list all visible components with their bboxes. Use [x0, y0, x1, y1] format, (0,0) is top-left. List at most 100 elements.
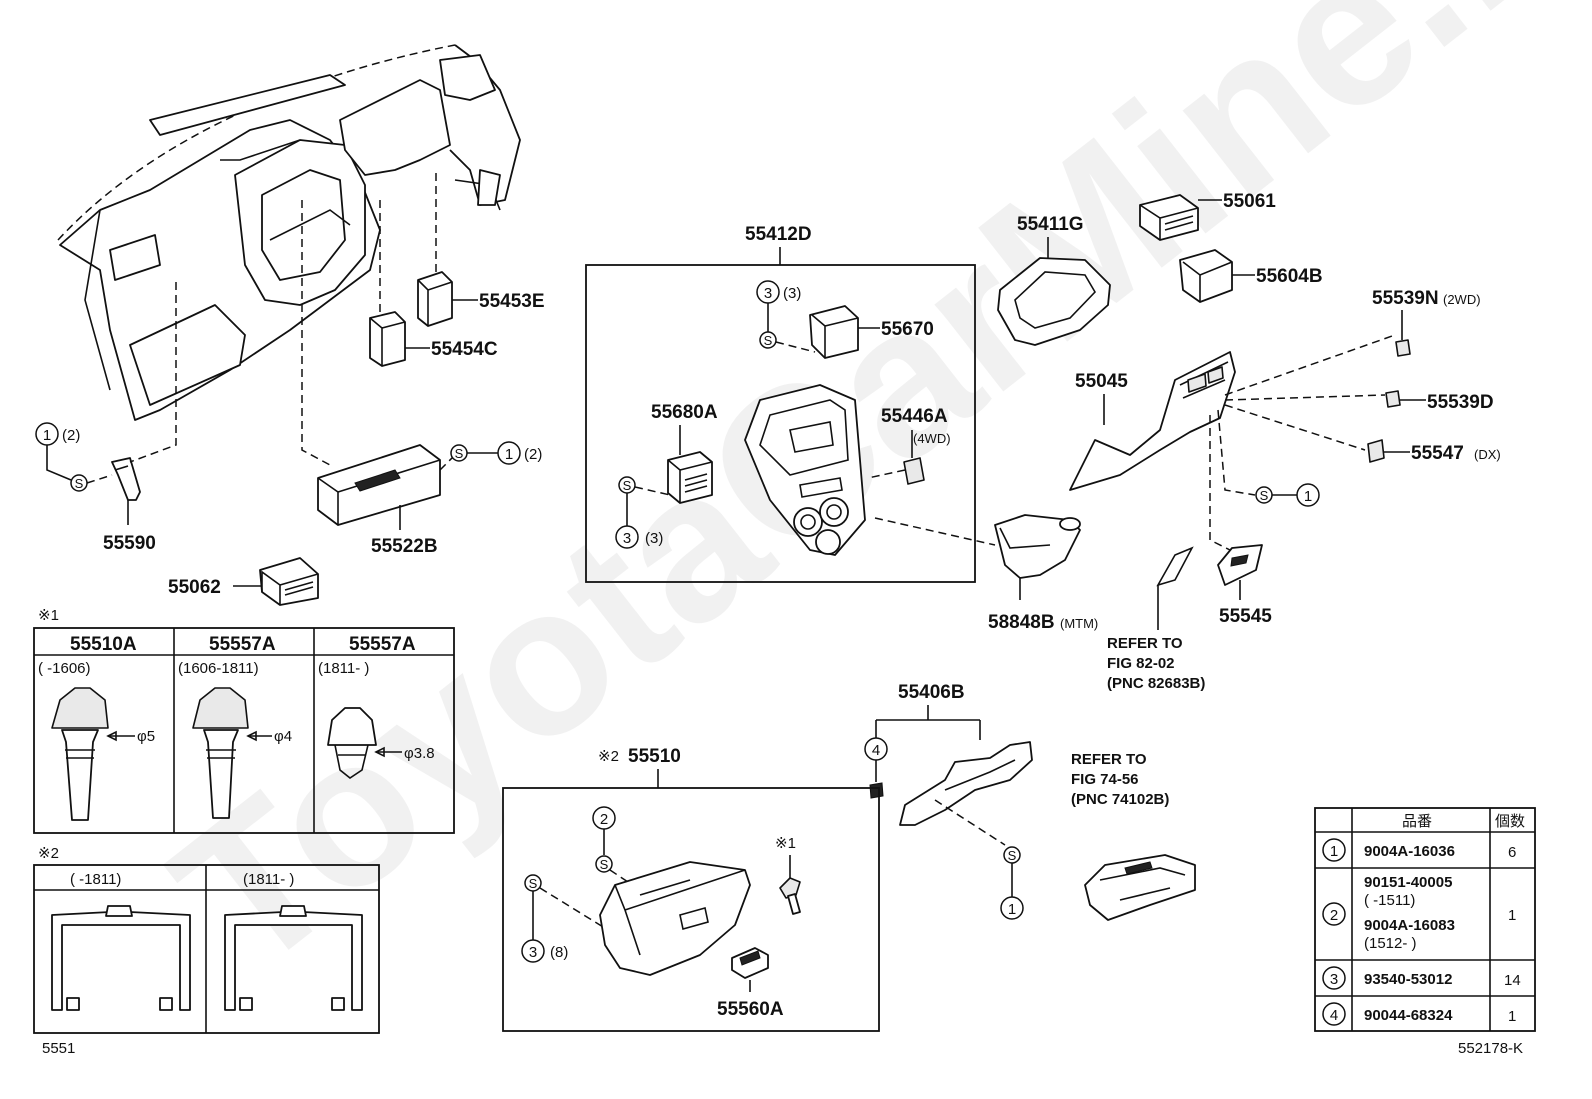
part-55411G: 55411G [997, 214, 1111, 346]
svg-text:FIG 74-56: FIG 74-56 [1071, 771, 1139, 788]
svg-text:(1811- ): (1811- ) [243, 871, 294, 888]
svg-text:(PNC 74102B): (PNC 74102B) [1071, 791, 1169, 808]
callout-55670: 55670 [881, 319, 934, 340]
callout-55510: 55510 [628, 746, 681, 767]
key-circle-1 [35, 422, 59, 446]
part-55453E: 55453E [417, 170, 545, 327]
box-55412D [585, 264, 976, 583]
svg-text:14: 14 [1504, 972, 1521, 989]
svg-text:φ4: φ4 [274, 728, 292, 745]
svg-text:1: 1 [1008, 901, 1016, 918]
svg-text:93540-53012: 93540-53012 [1364, 971, 1452, 988]
part-55539D: 55539D [1385, 390, 1494, 413]
svg-text:( -1511): ( -1511) [1364, 892, 1415, 909]
svg-text:90044-68324: 90044-68324 [1364, 1007, 1453, 1024]
svg-text:( -1811): ( -1811) [70, 871, 121, 888]
svg-text:(1811- ): (1811- ) [318, 660, 369, 677]
svg-text:6: 6 [1508, 844, 1516, 861]
svg-text:1: 1 [505, 446, 513, 463]
part-55062: 55062 [168, 557, 319, 606]
svg-text:(1512- ): (1512- ) [1364, 935, 1417, 952]
svg-text:9004A-16083: 9004A-16083 [1364, 917, 1455, 934]
table-header-part-number: 品番 [1402, 813, 1432, 830]
part-55061: 55061 [1139, 191, 1276, 241]
group-55412D: 55412D 3 (3) S 55670 55680A S 3 (3) [585, 224, 976, 583]
part-55539N: 55539N (2WD) [1372, 288, 1481, 357]
callout-55539N: 55539N [1372, 288, 1439, 309]
svg-text:(2): (2) [524, 446, 542, 463]
svg-text:(2): (2) [62, 427, 80, 444]
svg-text:(1606-1811): (1606-1811) [178, 660, 259, 677]
svg-text:2: 2 [1330, 907, 1338, 924]
svg-text:9004A-16036: 9004A-16036 [1364, 843, 1455, 860]
callout-55522B: 55522B [371, 536, 438, 557]
svg-text:1: 1 [1508, 907, 1516, 924]
svg-text:( -1606): ( -1606) [38, 660, 91, 677]
svg-text:(DX): (DX) [1474, 447, 1501, 462]
svg-text:S: S [600, 857, 609, 872]
svg-text:1: 1 [1304, 488, 1312, 505]
callout-55453E: 55453E [479, 291, 545, 312]
svg-text:FIG 82-02: FIG 82-02 [1107, 655, 1175, 672]
svg-text:(2WD): (2WD) [1443, 292, 1481, 307]
svg-text:3: 3 [764, 285, 772, 302]
callout-55446A: 55446A [881, 406, 948, 427]
svg-text:S: S [1260, 488, 1269, 503]
svg-text:(PNC 82683B): (PNC 82683B) [1107, 675, 1205, 692]
table1-header-2: 55557A [209, 634, 276, 655]
svg-text:90151-40005: 90151-40005 [1364, 874, 1452, 891]
callout-55412D: 55412D [745, 224, 812, 245]
ref-note-74-56: REFER TO FIG 74-56 (PNC 74102B) [1071, 751, 1196, 921]
group-55510: ※2 55510 2 S S 3 (8) ※1 55560A [502, 746, 880, 1032]
svg-text:REFER TO: REFER TO [1071, 751, 1147, 768]
svg-text:(8): (8) [550, 944, 568, 961]
key-circle-1 [497, 441, 521, 465]
callout-55061: 55061 [1223, 191, 1276, 212]
svg-text:1: 1 [43, 427, 51, 444]
svg-text:S: S [764, 333, 773, 348]
svg-text:φ5: φ5 [137, 728, 155, 745]
callout-55547: 55547 [1411, 443, 1464, 464]
part-55545: 55545 [1217, 544, 1272, 627]
svg-text:REFER TO: REFER TO [1107, 635, 1183, 652]
svg-text:3: 3 [623, 530, 631, 547]
svg-text:(3): (3) [645, 530, 663, 547]
svg-text:3: 3 [529, 944, 537, 961]
callout-55045: 55045 [1075, 371, 1128, 392]
ref-note-82-02: REFER TO FIG 82-02 (PNC 82683B) [1107, 546, 1205, 692]
screw-55045: S 1 [1255, 483, 1320, 507]
part-55590: 55590 S 1 (2) [35, 282, 177, 554]
part-55406B: 55406B 4 S 1 [864, 682, 1033, 920]
parts-table: 品番 個数 1 9004A-16036 6 2 90151-40005 ( -1… [1314, 807, 1536, 1032]
svg-text:S: S [623, 478, 632, 493]
dashboard-panel-drawing [57, 44, 521, 421]
svg-text:4: 4 [1330, 1007, 1338, 1024]
svg-text:S: S [75, 476, 84, 491]
svg-text:※2: ※2 [598, 748, 619, 765]
part-55604B: 55604B [1179, 249, 1323, 303]
table-header-quantity: 個数 [1495, 813, 1525, 830]
svg-text:(3): (3) [783, 285, 801, 302]
svg-text:1: 1 [1330, 843, 1338, 860]
svg-text:(4WD): (4WD) [913, 431, 951, 446]
callout-55062: 55062 [168, 577, 221, 598]
callout-55680A: 55680A [651, 402, 718, 423]
svg-text:※1: ※1 [775, 835, 796, 852]
svg-text:(MTM): (MTM) [1060, 616, 1098, 631]
svg-text:φ3.8: φ3.8 [404, 745, 435, 762]
callout-58848B: 58848B [988, 612, 1055, 633]
svg-text:3: 3 [1330, 971, 1338, 988]
part-58848B: 58848B (MTM) [874, 514, 1098, 633]
svg-text:※2: ※2 [38, 845, 59, 862]
svg-text:1: 1 [1508, 1008, 1516, 1025]
callout-55539D: 55539D [1427, 392, 1494, 413]
svg-text:※1: ※1 [38, 607, 59, 624]
callout-55604B: 55604B [1256, 266, 1323, 287]
table-variant-2: ※2 ( -1811) (1811- ) [33, 845, 380, 1034]
svg-text:2: 2 [600, 811, 608, 828]
callout-55454C: 55454C [431, 339, 498, 360]
svg-text:S: S [455, 446, 464, 461]
footer-left-code: 5551 [42, 1040, 75, 1057]
callout-55411G: 55411G [1017, 214, 1084, 235]
